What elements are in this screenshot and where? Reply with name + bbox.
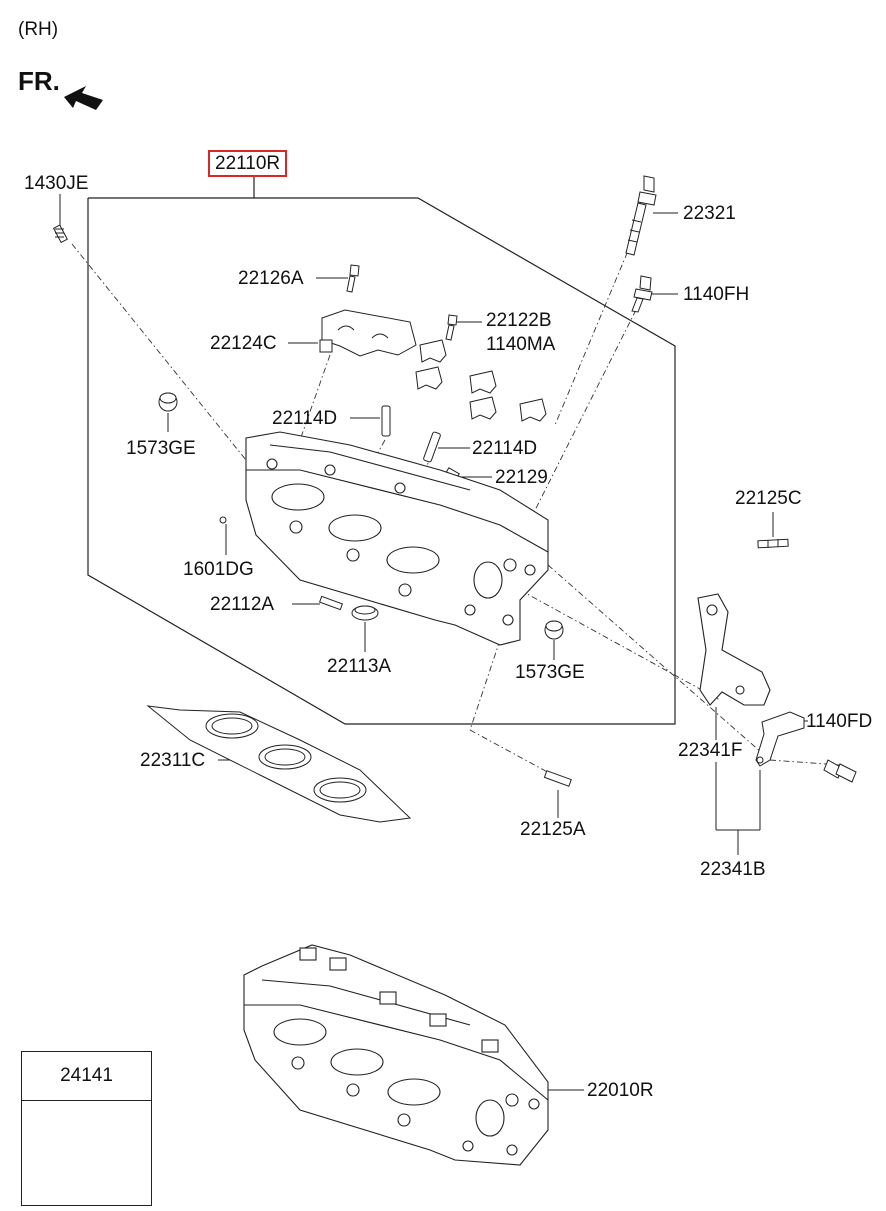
part-label-22113a[interactable]: 22113A: [327, 656, 392, 677]
part-label-22114d-a[interactable]: 22114D: [272, 408, 338, 429]
cylinder-head-lower-icon: [243, 944, 549, 1166]
bracket-22341b-icon: [755, 711, 805, 767]
part-label-22125c[interactable]: 22125C: [735, 488, 802, 509]
part-label-22010r[interactable]: 22010R: [587, 1080, 654, 1101]
bolt-22126a-icon: [346, 264, 360, 293]
cam-cap-bridge-icon: [319, 309, 417, 357]
part-label-22126a[interactable]: 22126A: [238, 268, 304, 289]
front-arrow-icon: [64, 86, 103, 110]
small-pin-icon: [219, 516, 227, 524]
head-gasket-icon: [146, 705, 412, 823]
short-bolt-icon: [631, 275, 653, 313]
label-leaders: [59, 194, 808, 1091]
front-label: FR.: [18, 66, 60, 96]
valve-guide-icon: [381, 405, 441, 463]
bracket-22341f-icon: [697, 593, 771, 706]
part-label-22124c[interactable]: 22124C: [210, 333, 277, 354]
part-label-22311c[interactable]: 22311C: [140, 750, 206, 771]
part-label-1430je[interactable]: 1430JE: [24, 173, 89, 194]
part-label-1140fh[interactable]: 1140FH: [683, 284, 750, 305]
long-bolt-icon: [625, 175, 657, 256]
cylinder-head-upper-icon: [245, 431, 549, 646]
part-label-22341f[interactable]: 22341F: [678, 740, 743, 761]
part-label-22125a[interactable]: 22125A: [520, 819, 586, 840]
assembly-part-label[interactable]: 22110R: [208, 150, 288, 177]
bolt-22122b-icon: [445, 314, 458, 341]
stud-22125a-icon: [543, 770, 572, 787]
part-label-22122b[interactable]: 22122B: [486, 310, 552, 331]
side-label: (RH): [18, 19, 59, 40]
part-label-22114d-b[interactable]: 22114D: [472, 438, 538, 459]
part-label-1573ge-b[interactable]: 1573GE: [515, 662, 585, 683]
legend-part-number[interactable]: 24141: [22, 1052, 151, 1101]
plug-cap-icon: [158, 392, 178, 412]
assembly-frame: [87, 177, 676, 725]
part-label-22129[interactable]: 22129: [495, 467, 548, 488]
spring-pin-icon: [52, 224, 68, 244]
part-label-22112a[interactable]: 22112A: [210, 594, 275, 615]
legend-box: 24141: [21, 1051, 152, 1206]
seal-22113a-icon: [351, 605, 379, 621]
plug-cap-b-icon: [544, 620, 564, 640]
dowel-pin-icon: [318, 595, 344, 611]
part-label-1601dg[interactable]: 1601DG: [183, 559, 254, 580]
part-label-1140fd[interactable]: 1140FD: [806, 711, 873, 732]
stud-22125c-icon: [757, 538, 789, 549]
cam-caps-icon: [415, 339, 547, 422]
part-label-1140ma[interactable]: 1140MA: [486, 334, 556, 355]
part-label-1573ge-a[interactable]: 1573GE: [126, 438, 196, 459]
part-label-22321[interactable]: 22321: [683, 203, 736, 224]
bolt-1140fd-icon: [823, 759, 857, 783]
part-label-22341b[interactable]: 22341B: [700, 859, 766, 880]
